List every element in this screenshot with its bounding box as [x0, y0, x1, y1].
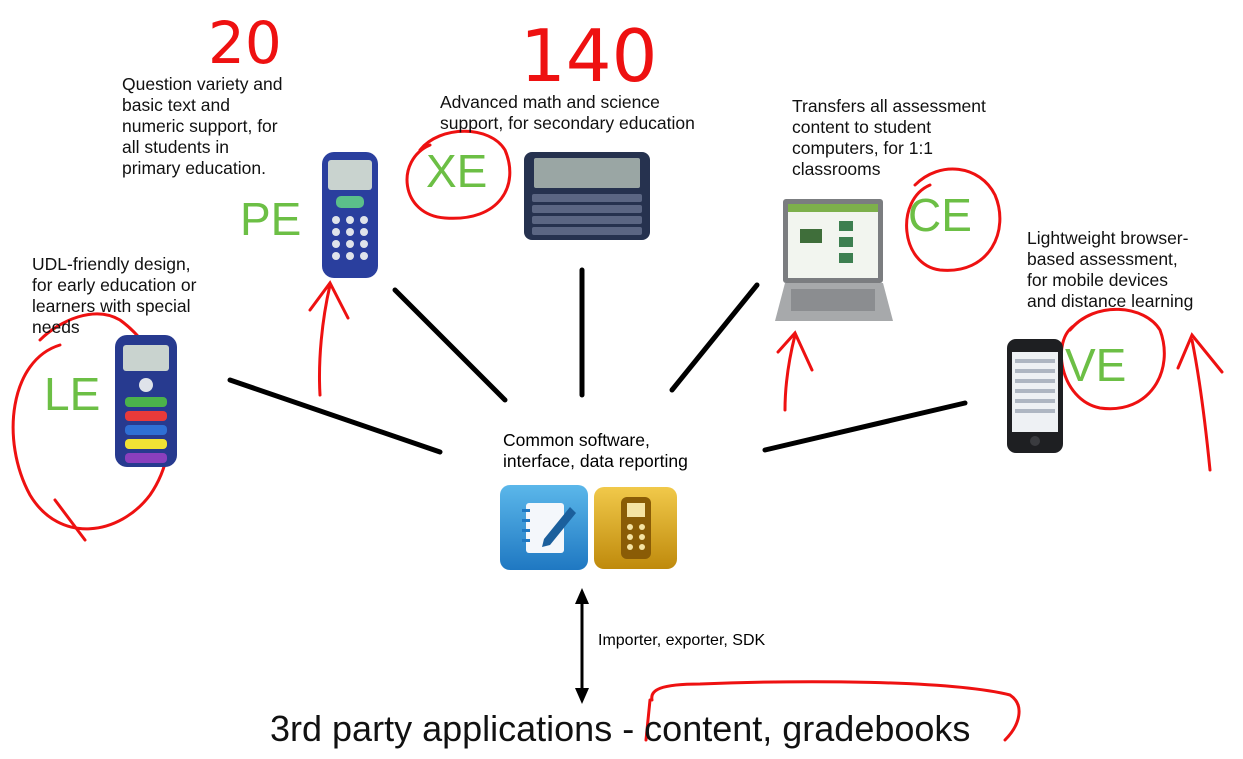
ve-desc-line: for mobile devices	[1027, 270, 1169, 290]
le-desc-line: UDL-friendly design,	[32, 254, 191, 274]
arrow-ce-annotation	[776, 330, 814, 412]
ce-desc-line: computers, for 1:1	[792, 138, 934, 158]
xe-description: Advanced math and science support, for s…	[440, 92, 695, 134]
pe-description: Question variety and basic text and nume…	[122, 74, 283, 179]
circle-content-annotation	[644, 680, 1021, 742]
xe-desc-line: Advanced math and science	[440, 92, 660, 112]
connector-le	[227, 377, 443, 455]
le-desc-line: needs	[32, 317, 80, 337]
ce-desc-line: Transfers all assessment	[792, 96, 986, 116]
ve-desc-line: based assessment,	[1027, 249, 1178, 269]
notebook-app-icon[interactable]	[500, 485, 588, 570]
ve-desc-line: and distance learning	[1027, 291, 1194, 311]
pe-clicker-device-icon	[322, 152, 378, 278]
ve-desc-line: Lightweight browser-	[1027, 228, 1189, 248]
xe-desc-line: support, for secondary education	[440, 113, 695, 133]
pe-desc-line: primary education.	[122, 158, 266, 178]
bidirectional-arrow	[575, 588, 589, 704]
pe-code-label: PE	[240, 193, 302, 245]
pe-desc-line: all students in	[122, 137, 230, 157]
ce-laptop-device-icon	[775, 199, 893, 321]
le-description: UDL-friendly design, for early education…	[32, 254, 196, 338]
ce-code-label: CE	[908, 189, 972, 241]
connector-pe	[392, 287, 508, 403]
importer-exporter-label: Importer, exporter, SDK	[598, 632, 766, 649]
xe-code-label: XE	[426, 145, 488, 197]
pe-desc-line: Question variety and	[122, 74, 283, 94]
response-app-icon[interactable]	[594, 487, 677, 569]
notebook-pencil-icon	[522, 503, 576, 553]
connector-lines	[227, 267, 968, 455]
ce-desc-line: content to student	[792, 117, 932, 137]
ve-code-label: VE	[1065, 339, 1127, 391]
le-code-label: LE	[44, 368, 101, 420]
circle-xe-annotation	[405, 129, 512, 220]
circle-le-annotation	[11, 312, 172, 531]
response-clicker-icon	[621, 497, 651, 559]
handwritten-annotations	[11, 129, 1224, 742]
connector-ve	[762, 400, 968, 453]
ve-phone-device-icon	[1007, 339, 1063, 453]
handwritten-xe-count: 140	[520, 14, 658, 98]
ve-description: Lightweight browser- based assessment, f…	[1027, 228, 1193, 312]
connector-ce	[669, 282, 760, 393]
le-desc-line: for early education or	[32, 275, 197, 295]
le-desc-line: learners with special	[32, 296, 191, 316]
center-software-label: Common software, interface, data reporti…	[503, 430, 688, 472]
pe-desc-line: numeric support, for	[122, 116, 278, 136]
le-clicker-device-icon	[115, 335, 177, 467]
xe-keyboard-device-icon	[524, 152, 650, 240]
arrow-pe-annotation	[308, 280, 350, 397]
center-label-line: Common software,	[503, 430, 650, 450]
ce-desc-line: classrooms	[792, 159, 881, 179]
circle-ve-annotation	[1059, 307, 1166, 411]
pe-desc-line: basic text and	[122, 95, 230, 115]
circle-ce-annotation	[905, 167, 1002, 272]
ce-description: Transfers all assessment content to stud…	[792, 96, 986, 180]
center-label-line: interface, data reporting	[503, 451, 688, 471]
third-party-title: 3rd party applications - content, gradeb…	[270, 708, 971, 749]
arrow-ve-annotation	[1176, 332, 1224, 472]
handwritten-pe-count: 20	[208, 9, 282, 77]
